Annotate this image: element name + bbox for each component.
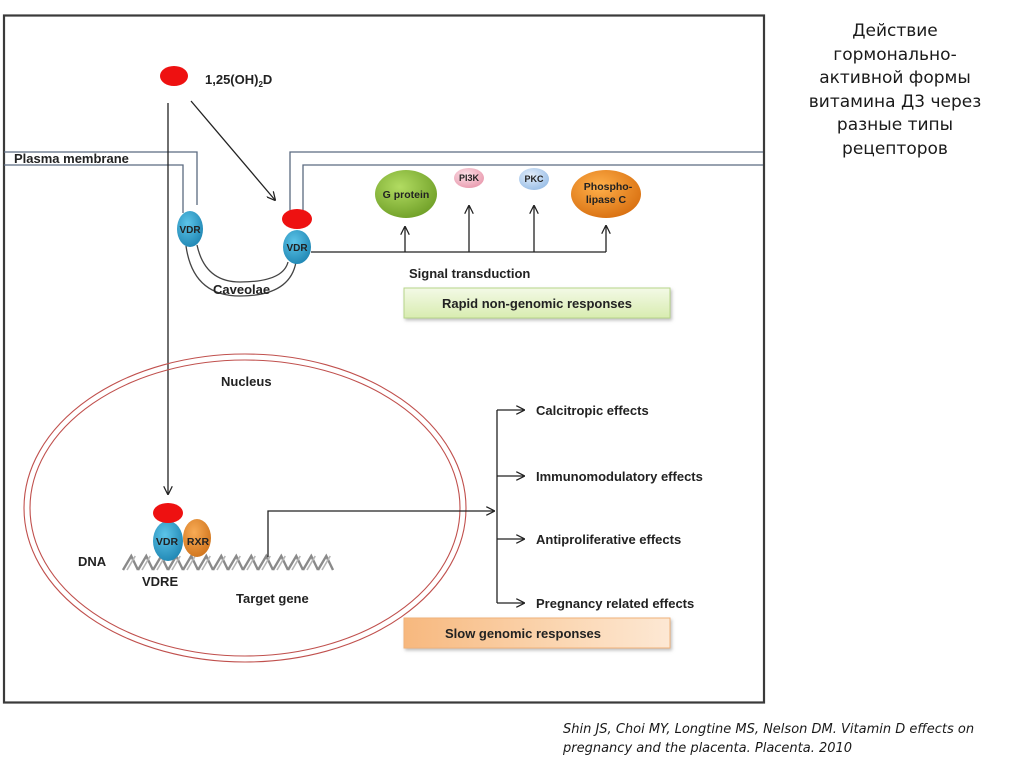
nuclear-ligand-icon <box>153 503 183 523</box>
slide-title-line: разные типы <box>836 115 954 135</box>
nucleus-membrane <box>23 353 467 663</box>
dna-strand-segment <box>286 553 305 571</box>
gene-expression-arrow <box>267 511 494 557</box>
dna-strand-segment <box>321 555 331 571</box>
phospholipase-c-molecule: Phospho- lipase C <box>571 170 641 218</box>
dna-strand-segment <box>211 553 230 571</box>
dna-strand-segment <box>231 555 241 571</box>
nucleus-label: Nucleus <box>221 374 272 389</box>
svg-text:VDR: VDR <box>286 243 308 254</box>
slide-title-line: гормонально- <box>833 44 957 65</box>
dna-strand-segment <box>121 553 140 571</box>
dna-strand-segment <box>216 555 226 571</box>
svg-text:lipase C: lipase C <box>586 194 627 206</box>
svg-text:Slow genomic responses: Slow genomic responses <box>445 626 601 641</box>
dna-strand-segment <box>141 555 151 571</box>
dna-strand-segment <box>201 555 211 571</box>
svg-text:PKC: PKC <box>524 174 544 184</box>
dna-strand-segment <box>136 553 155 571</box>
dna-strand-segment <box>246 555 256 571</box>
citation: Shin JS, Choi MY, Longtine MS, Nelson DM… <box>563 720 1023 758</box>
dna-strand-segment <box>261 555 271 571</box>
effect-immunomodulatory: Immunomodulatory effects <box>536 469 703 484</box>
dna-label: DNA <box>78 554 107 569</box>
effect-pregnancy-related: Pregnancy related effects <box>536 596 694 611</box>
nuclear-vdr-molecule <box>153 521 183 561</box>
svg-text:G protein: G protein <box>383 189 430 201</box>
plasma-membrane <box>4 151 763 297</box>
rapid-responses-box: Rapid non-genomic responses <box>403 287 671 319</box>
diagram-frame <box>2 14 766 704</box>
svg-text:PI3K: PI3K <box>459 173 480 183</box>
dna-strand-segment <box>196 553 215 571</box>
effect-antiproliferative: Antiproliferative effects <box>536 532 681 547</box>
ligand-to-membrane-vdr-arrow <box>190 100 275 200</box>
dna-strand-segment <box>241 553 260 571</box>
rxr-molecule <box>183 519 211 557</box>
pkc-molecule: PKC <box>519 168 549 190</box>
dna-strand-segment <box>316 553 335 571</box>
svg-text:VDR: VDR <box>156 536 179 548</box>
svg-text:Rapid non-genomic responses: Rapid non-genomic responses <box>442 296 632 311</box>
effects-branch <box>496 410 524 603</box>
slide-title-line: активной формы <box>819 68 971 88</box>
svg-text:RXR: RXR <box>187 536 210 548</box>
dna-strand-segment <box>186 555 196 571</box>
signal-transduction-lines <box>311 206 606 253</box>
plasma-membrane-label: Plasma membrane <box>14 151 129 166</box>
vdre-label: VDRE <box>142 574 178 589</box>
slide-title-line: Действие <box>852 21 938 41</box>
caveola-vdr-right-bound: VDR <box>282 209 312 264</box>
caveola-vdr-left: VDR <box>177 211 203 247</box>
dna-strand-segment <box>291 555 301 571</box>
signal-transduction-label: Signal transduction <box>409 266 530 281</box>
caveolae-label: Caveolae <box>213 282 270 297</box>
svg-text:Phospho-: Phospho- <box>584 181 633 193</box>
ligand-label: 1,25(OH)2D <box>205 72 272 89</box>
slide-title: Действие гормонально- активной формы вит… <box>780 20 1010 161</box>
dna-strand-segment <box>181 553 200 571</box>
pi3k-molecule: PI3K <box>454 168 484 188</box>
dna-helix <box>121 553 335 571</box>
citation-line: Shin JS, Choi MY, Longtine MS, Nelson DM… <box>563 722 975 737</box>
dna-strand-segment <box>171 555 181 571</box>
dna-strand-segment <box>256 553 275 571</box>
g-protein-molecule: G protein <box>375 170 437 218</box>
slow-responses-box: Slow genomic responses <box>403 617 671 649</box>
citation-line: pregnancy and the placenta. Placenta. 20… <box>563 741 853 756</box>
dna-strand-segment <box>301 553 320 571</box>
ligand-molecule-icon <box>160 66 188 86</box>
svg-text:VDR: VDR <box>179 225 201 236</box>
target-gene-label: Target gene <box>236 591 309 606</box>
dna-strand-segment <box>126 555 136 571</box>
dna-strand-segment <box>271 553 290 571</box>
slide-title-line: витамина Д3 через <box>808 91 982 112</box>
dna-strand-segment <box>226 553 245 571</box>
vdr-rxr-complex: VDR RXR <box>153 503 211 561</box>
effect-calcitropic: Calcitropic effects <box>536 403 649 418</box>
slide-title-line: рецепторов <box>842 138 948 159</box>
dna-strand-segment <box>276 555 286 571</box>
bound-ligand-icon <box>282 209 312 229</box>
dna-strand-segment <box>306 555 316 571</box>
